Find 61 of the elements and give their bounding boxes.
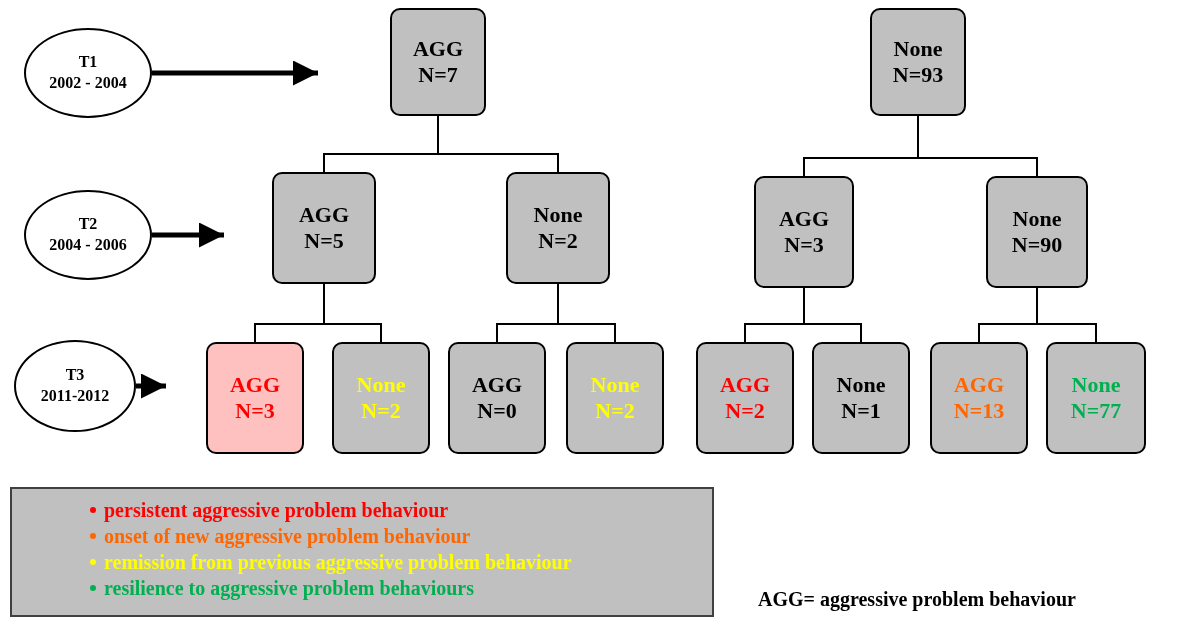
count-label: N=2	[725, 398, 765, 425]
group-label: None	[356, 371, 406, 398]
group-box	[206, 342, 304, 454]
time-point-label: T3	[65, 365, 85, 386]
group-label: AGG	[471, 371, 523, 398]
count-label: N=3	[235, 398, 275, 425]
time-point-label: T2	[78, 214, 98, 235]
group-label: None	[1071, 371, 1121, 398]
count-label: N=3	[784, 232, 824, 259]
tree-connector	[803, 287, 862, 343]
tree-connector	[323, 283, 382, 343]
group-label: AGG	[412, 35, 464, 62]
count-label: N=2	[361, 398, 401, 425]
year-range: 2002 - 2004	[49, 73, 127, 93]
count-label: N=5	[304, 228, 344, 255]
group-label: AGG	[778, 205, 830, 232]
count-label: N=2	[538, 228, 578, 255]
count-label: N=77	[1070, 398, 1122, 425]
group-label: None	[533, 201, 583, 228]
legend-text: remission from previous aggressive problem behaviour	[104, 550, 572, 574]
legend-text: resilience to aggressive problem behaviours	[104, 576, 474, 600]
tree-connector	[1036, 287, 1097, 343]
tree-connector	[557, 283, 616, 343]
group-box	[272, 172, 376, 284]
group-label: None	[590, 371, 640, 398]
group-box	[390, 8, 486, 116]
group-box	[506, 172, 610, 284]
group-box	[986, 176, 1088, 288]
year-range: 2004 - 2006	[49, 235, 127, 255]
group-box	[870, 8, 966, 116]
group-box	[1046, 342, 1146, 454]
arrow	[152, 222, 224, 248]
group-box	[930, 342, 1028, 454]
count-label: N=13	[953, 398, 1005, 425]
count-label: N=1	[841, 398, 881, 425]
group-box	[812, 342, 910, 454]
count-label: N=90	[1011, 232, 1063, 259]
group-label: AGG	[719, 371, 771, 398]
group-label: AGG	[229, 371, 281, 398]
group-label: AGG	[298, 201, 350, 228]
group-label: AGG	[953, 371, 1005, 398]
abbreviation-note: AGG= aggressive problem behaviour	[758, 588, 1076, 611]
arrow	[152, 60, 318, 86]
group-box	[332, 342, 430, 454]
count-label: N=2	[595, 398, 635, 425]
count-label: N=0	[477, 398, 517, 425]
count-label: N=7	[418, 62, 458, 89]
group-label: None	[836, 371, 886, 398]
tree-connector	[917, 115, 1038, 177]
legend-text: onset of new aggressive problem behaviour	[104, 524, 471, 548]
count-label: N=93	[892, 62, 944, 89]
group-box	[566, 342, 664, 454]
group-label: None	[893, 35, 943, 62]
group-label: None	[1012, 205, 1062, 232]
year-range: 2011-2012	[40, 386, 110, 406]
group-box	[448, 342, 546, 454]
arrow	[136, 373, 166, 399]
time-point-label: T1	[78, 52, 98, 73]
legend-text: persistent aggressive problem behaviour	[104, 498, 449, 522]
group-box	[696, 342, 794, 454]
group-box	[754, 176, 854, 288]
